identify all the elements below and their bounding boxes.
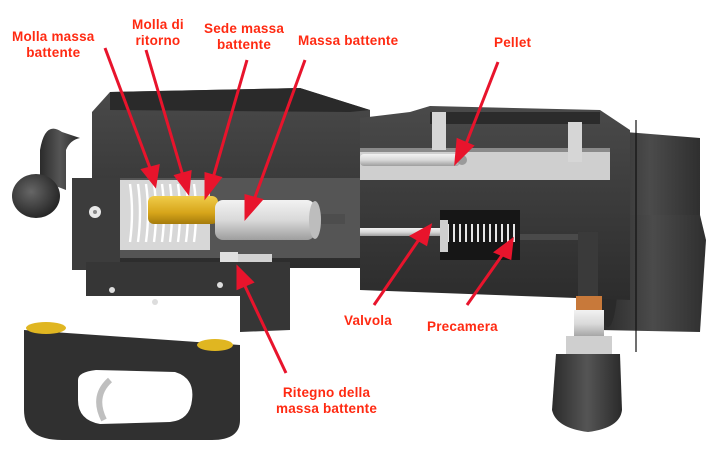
label-pellet: Pellet xyxy=(494,35,531,51)
label-line: Molla di xyxy=(132,17,184,32)
label-line: battente xyxy=(26,45,81,60)
bolt-handle xyxy=(12,128,80,218)
label-molla-di-ritorno: Molla di ritorno xyxy=(132,17,184,49)
label-line: Molla massa xyxy=(12,29,95,44)
label-massa-battente: Massa battente xyxy=(298,33,398,49)
leader-arrows xyxy=(103,47,514,374)
label-line: Valvola xyxy=(344,313,392,328)
label-molla-massa-battente: Molla massa battente xyxy=(12,29,95,61)
label-line: Ritegno della xyxy=(282,385,371,400)
label-line: Pellet xyxy=(494,35,532,50)
label-line: massa battente xyxy=(276,401,378,416)
label-precamera: Precamera xyxy=(427,319,498,335)
label-line: Precamera xyxy=(427,319,498,334)
label-line: Sede massa xyxy=(204,21,285,36)
label-ritegno-massa-battente: Ritegno della massa battente xyxy=(276,385,377,417)
receiver-front xyxy=(340,106,630,300)
air-valve-knob xyxy=(552,296,622,432)
trigger-group xyxy=(24,262,290,440)
striker-mechanism xyxy=(120,178,360,294)
label-line: Massa battente xyxy=(298,33,399,48)
label-line: ritorno xyxy=(135,33,181,48)
label-sede-massa-battente: Sede massa battente xyxy=(204,21,284,53)
label-valvola: Valvola xyxy=(344,313,392,329)
label-line: battente xyxy=(216,37,272,52)
